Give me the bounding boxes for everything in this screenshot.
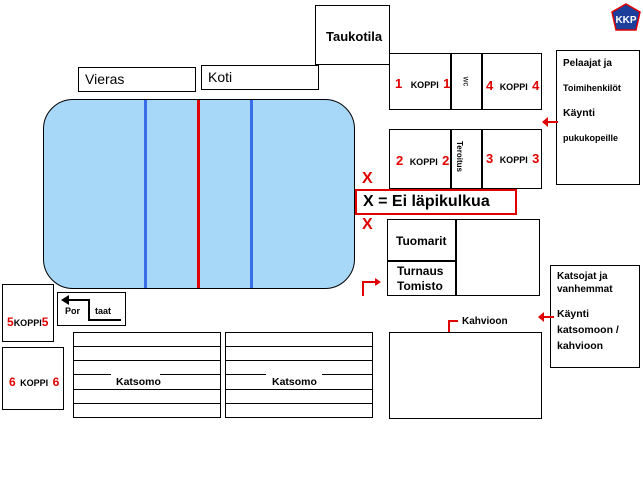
entry-arrow-icon	[362, 278, 381, 296]
locker-block-lower	[389, 129, 542, 189]
locker-word: KOPPI	[410, 80, 439, 90]
katsomo-label: Katsomo	[116, 376, 161, 388]
locker-block-upper	[389, 53, 542, 110]
x-mark-bottom: X	[362, 216, 373, 233]
locker-5-room	[2, 284, 54, 342]
divider	[481, 129, 483, 189]
spectators-line: kahvioon	[557, 340, 604, 352]
locker-number: 2	[442, 153, 450, 168]
divider	[481, 53, 483, 110]
locker-1: 1 KOPPI 1	[395, 75, 450, 93]
vieras-label: Vieras	[78, 67, 196, 92]
locker-number: 5	[7, 315, 14, 329]
turnaus-label-line2: Tomisto	[397, 279, 443, 293]
locker-number: 4	[532, 78, 540, 93]
divider	[387, 260, 455, 262]
stand-row	[225, 360, 373, 361]
tuomarit-label: Tuomarit	[396, 234, 447, 248]
stairs-label-left: Por	[65, 306, 81, 316]
katsomo-label: Katsomo	[272, 376, 317, 388]
locker-4: 4 KOPPI 4	[486, 77, 539, 95]
taukotila-room	[315, 5, 390, 65]
locker-number: 6	[9, 375, 16, 389]
wc-label: wc	[461, 76, 471, 87]
divider	[450, 53, 452, 110]
locker-word: KOPPI	[499, 155, 528, 165]
locker-number: 5	[41, 315, 49, 329]
cafe-room	[389, 332, 542, 419]
stand-row	[225, 389, 373, 390]
locker-number: 3	[486, 151, 494, 166]
locker-number: 2	[396, 153, 404, 168]
stand-row	[73, 389, 221, 390]
logo-text: KKP	[615, 15, 636, 26]
players-line: Käynti	[563, 107, 596, 119]
locker-2: 2 KOPPI 2	[396, 152, 449, 170]
players-info-box: Pelaajat ja Toimihenkilöt Käynti pukukop…	[556, 50, 640, 185]
spectators-line: vanhemmat	[557, 284, 613, 295]
spectators-line: Käynti	[557, 308, 590, 320]
arrow-to-stands	[538, 312, 554, 322]
locker-number: 4	[486, 78, 494, 93]
players-line: Toimihenkilöt	[563, 83, 621, 93]
divider	[455, 219, 457, 296]
locker-number: 6	[52, 375, 60, 389]
locker-number: 1	[395, 76, 403, 91]
stand-row	[225, 403, 373, 404]
officials-block	[387, 219, 540, 296]
spectators-line: Katsojat ja	[557, 271, 608, 282]
players-line: Pelaajat ja	[563, 58, 612, 69]
stairs-label-right: taat	[95, 306, 112, 316]
no-passage-label: X = Ei läpikulkua	[363, 193, 490, 210]
stand-left	[73, 332, 221, 418]
divider	[450, 129, 452, 189]
turnaus-label-line1: Turnaus	[397, 264, 444, 278]
spectators-line: katsomoon /	[557, 324, 619, 336]
locker-word: KOPPI	[499, 82, 528, 92]
spectators-info-box: Katsojat ja vanhemmat Käynti katsomoon /…	[550, 265, 640, 368]
locker-5: 5KOPPI5	[7, 313, 48, 331]
locker-number: 1	[443, 76, 451, 91]
stand-row	[225, 374, 266, 375]
stand-row	[73, 346, 221, 347]
blue-line-left	[144, 100, 147, 288]
locker-word: KOPPI	[13, 318, 42, 328]
center-red-line	[197, 100, 200, 288]
players-line: pukukopeille	[563, 133, 619, 143]
locker-3: 3 KOPPI 3	[486, 150, 539, 168]
stairs-icon	[61, 295, 121, 321]
koti-label: Koti	[201, 65, 319, 90]
club-logo: KKP	[611, 3, 641, 31]
stand-row	[73, 360, 221, 361]
stand-row	[225, 346, 373, 347]
kahvioon-label: Kahvioon	[462, 316, 508, 327]
locker-6: 6 KOPPI 6	[9, 373, 59, 391]
locker-word: KOPPI	[20, 378, 49, 388]
stand-row	[322, 374, 373, 375]
taukotila-label: Taukotila	[326, 29, 383, 44]
stand-row	[73, 403, 221, 404]
locker-word: KOPPI	[409, 157, 438, 167]
stand-right	[225, 332, 373, 418]
teroitus-label: Teroitus	[454, 141, 464, 172]
locker-6-room	[2, 347, 64, 410]
arrow-to-lockers	[542, 117, 558, 127]
x-mark-top: X	[362, 170, 373, 187]
stand-row	[160, 374, 221, 375]
no-passage-box	[355, 189, 517, 215]
blue-line-right	[250, 100, 253, 288]
locker-number: 3	[532, 151, 540, 166]
stand-row	[73, 374, 111, 375]
